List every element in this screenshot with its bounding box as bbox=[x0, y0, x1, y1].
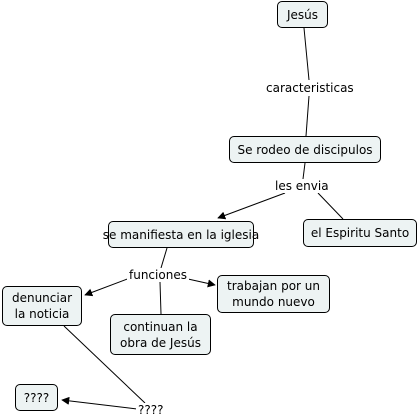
node-trabajan-por-un-mundo-nuevo[interactable]: trabajan por un mundo nuevo bbox=[217, 275, 330, 313]
edge-iglesia-funciones bbox=[160, 247, 168, 269]
edge-discipulos-lesenvia bbox=[302, 162, 306, 180]
edge-funciones-continuan bbox=[159, 281, 162, 315]
node-unknown[interactable]: ???? bbox=[15, 384, 58, 411]
node-continuan-la-obra-de-jesus[interactable]: continuan la obra de Jesús bbox=[110, 314, 211, 355]
edge-denunciar-q bbox=[63, 325, 146, 404]
edge-caracteristicas-discipulos bbox=[305, 95, 310, 137]
link-unknown: ???? bbox=[136, 403, 166, 417]
node-se-rodeo-de-discipulos[interactable]: Se rodeo de discipulos bbox=[229, 136, 381, 163]
node-jesus[interactable]: Jesús bbox=[277, 1, 328, 28]
edge-jesus-caracteristicas bbox=[303, 27, 310, 81]
node-denunciar-la-noticia[interactable]: denunciar la noticia bbox=[2, 286, 82, 326]
edge-lesenvia-iglesia bbox=[217, 192, 286, 220]
edge-funciones-denunciar bbox=[84, 277, 131, 297]
link-funciones: funciones bbox=[127, 268, 189, 282]
edge-funciones-trabajan bbox=[187, 278, 216, 288]
edge-lesenvia-espiritu bbox=[317, 192, 344, 220]
link-les-envia: les envia bbox=[273, 179, 331, 193]
edge-q-qnode bbox=[61, 396, 138, 410]
link-caracteristicas: caracteristicas bbox=[264, 81, 356, 95]
node-se-manifiesta-en-la-iglesia[interactable]: se manifiesta en la iglesia bbox=[103, 221, 259, 248]
node-el-espiritu-santo[interactable]: el Espiritu Santo bbox=[303, 219, 417, 247]
